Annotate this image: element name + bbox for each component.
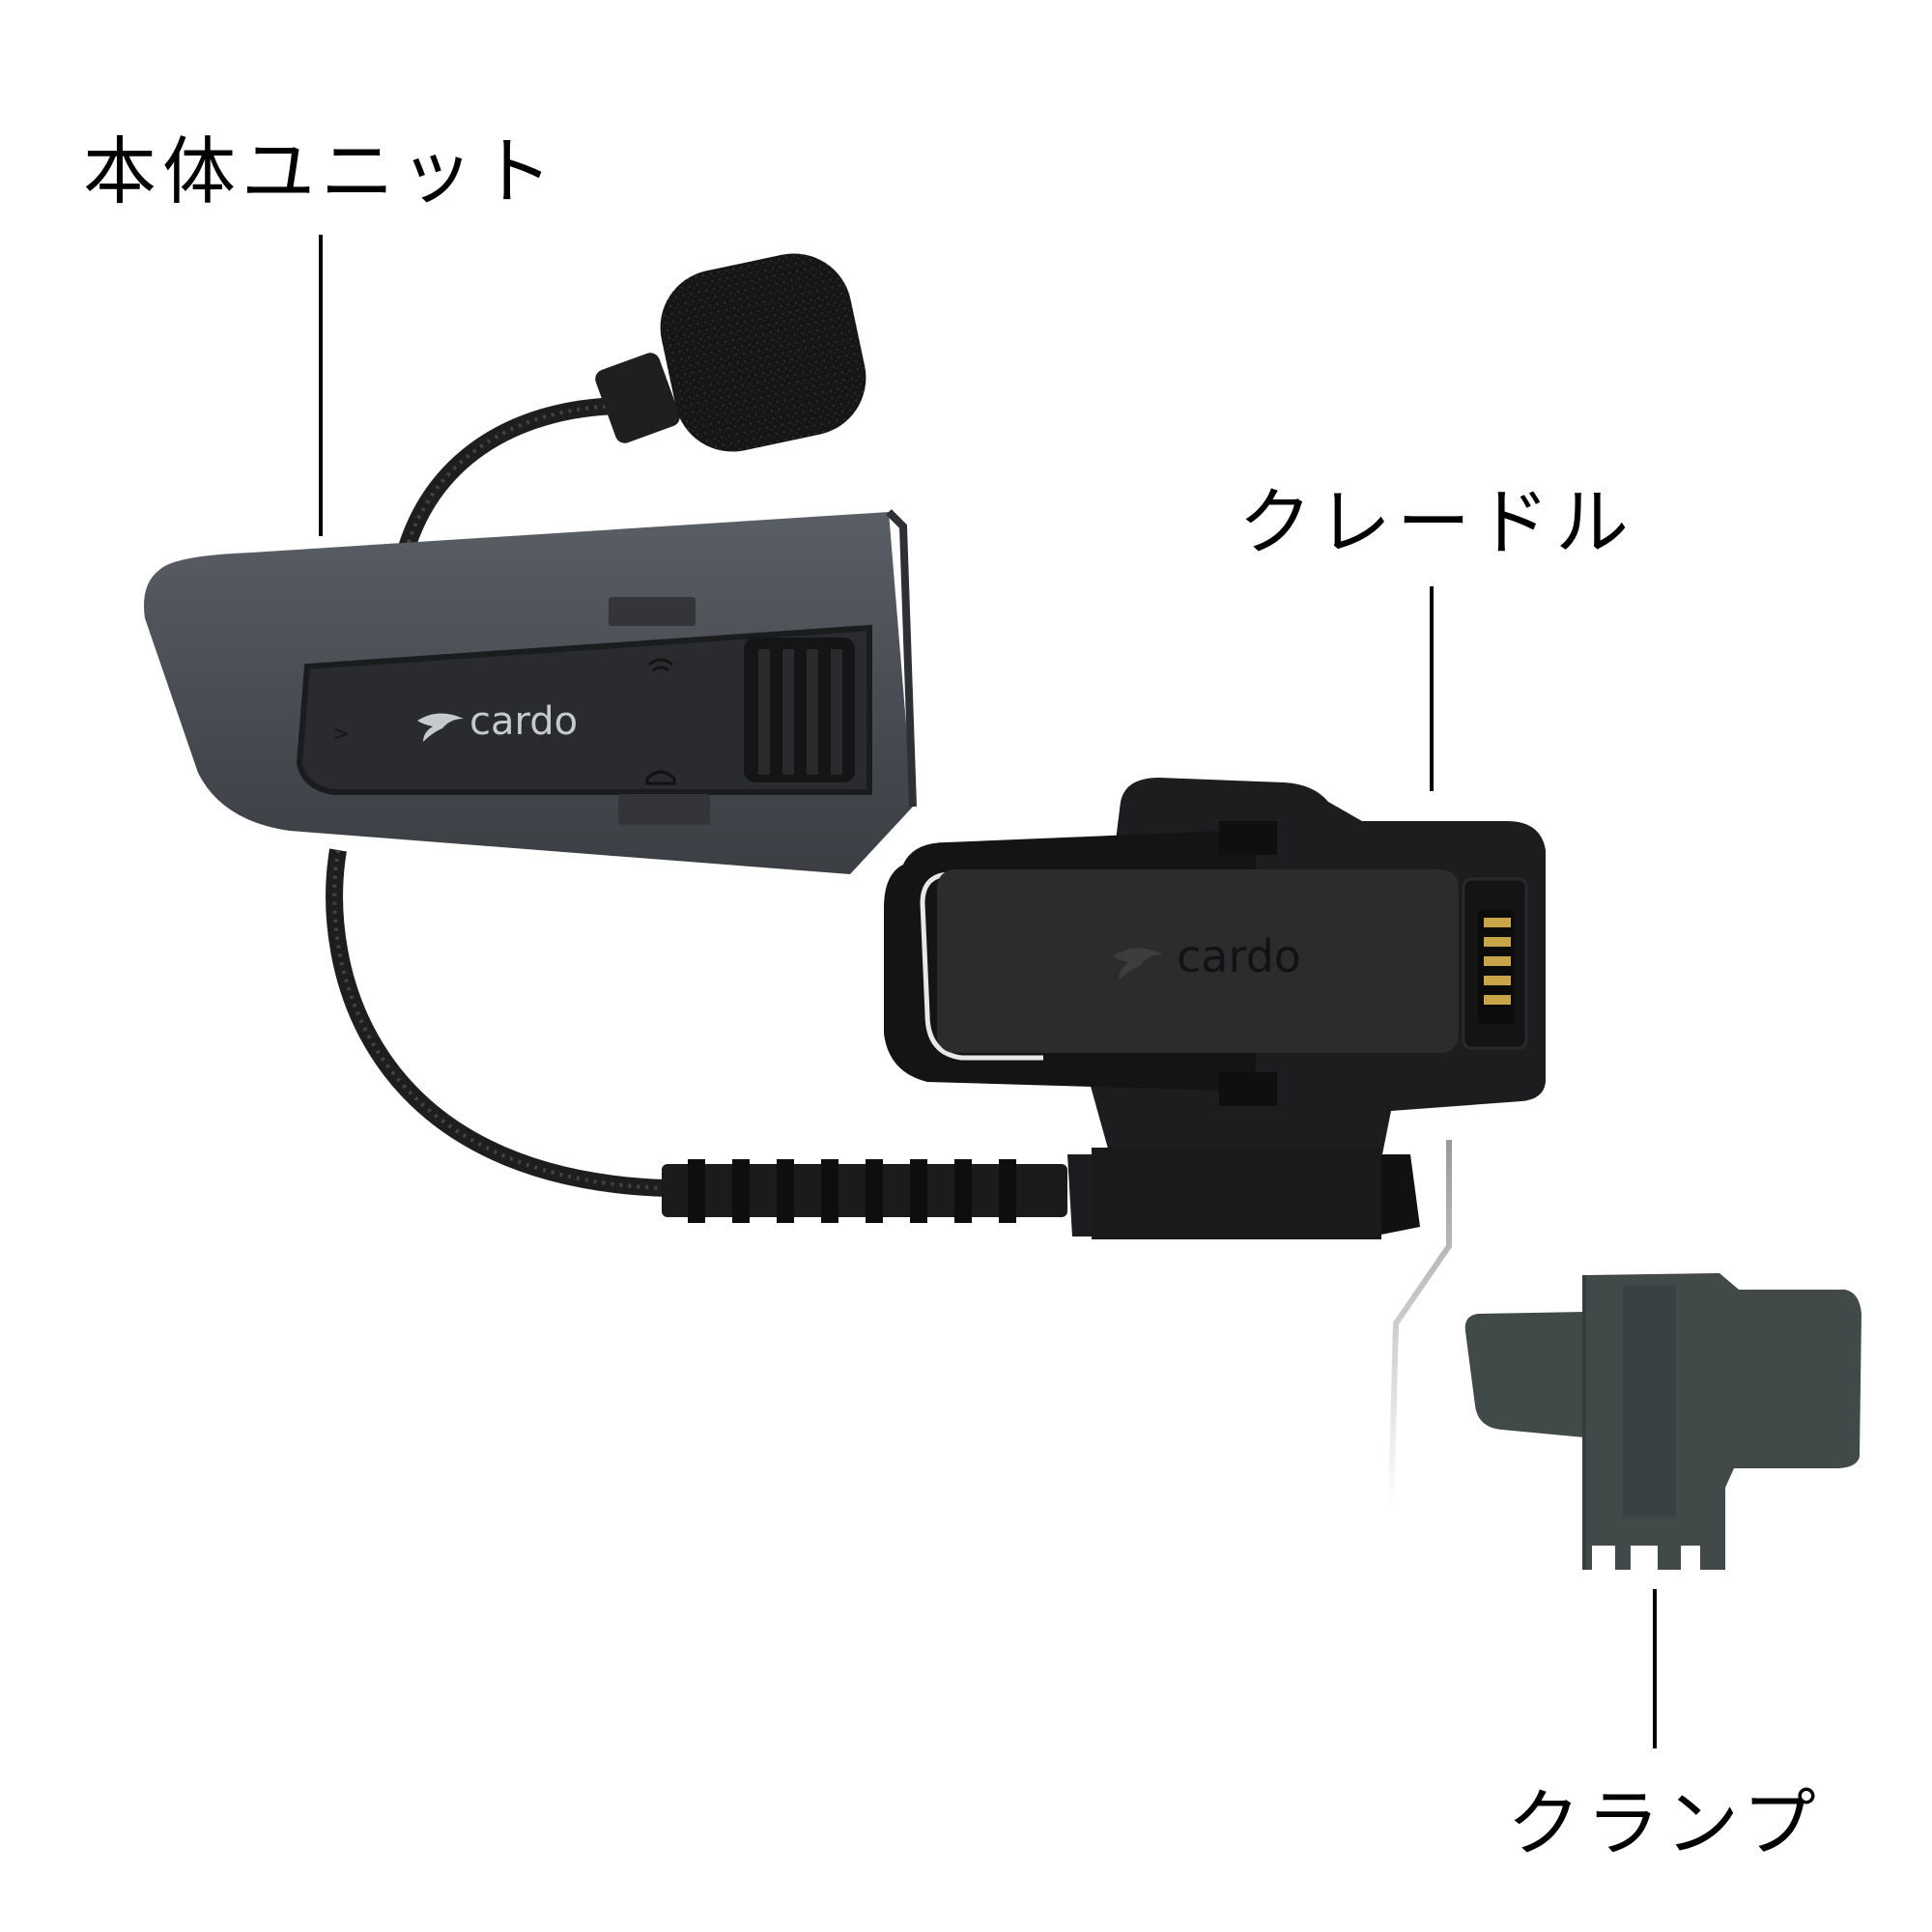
microphone-cable: [326, 848, 668, 1197]
callout-cradle-label: クレードル: [1238, 479, 1634, 565]
microphone-boom: [397, 397, 629, 554]
callout-main-unit-leader: [319, 235, 323, 536]
microphone-icon: [595, 253, 867, 452]
callout-main-unit-label: 本体ユニット: [83, 128, 558, 214]
cradle: cardo: [884, 778, 1546, 1159]
cradle-connector-block: [1067, 1148, 1420, 1239]
wireless-icon: [648, 658, 673, 672]
clamp: [1464, 1273, 1861, 1573]
cradle-logo-mark-icon: [1113, 948, 1163, 980]
cradle-wire: [1388, 1140, 1452, 1508]
callout-clamp-leader: [1653, 1589, 1657, 1748]
contact-pins: [1484, 918, 1511, 1005]
callout-clamp-label: クランプ: [1507, 1780, 1822, 1866]
side-arrow-icon: >: [333, 722, 350, 745]
main-unit: > cardo: [144, 509, 917, 874]
main-unit-logo-text: cardo: [469, 699, 578, 744]
cardo-logo-mark-icon: [417, 713, 464, 742]
jog-dial: [744, 638, 855, 782]
cable-strain-relief: [662, 1159, 1067, 1223]
callout-cradle-leader: [1430, 586, 1434, 791]
cradle-logo-text: cardo: [1177, 930, 1301, 982]
phone-icon: [645, 770, 676, 785]
